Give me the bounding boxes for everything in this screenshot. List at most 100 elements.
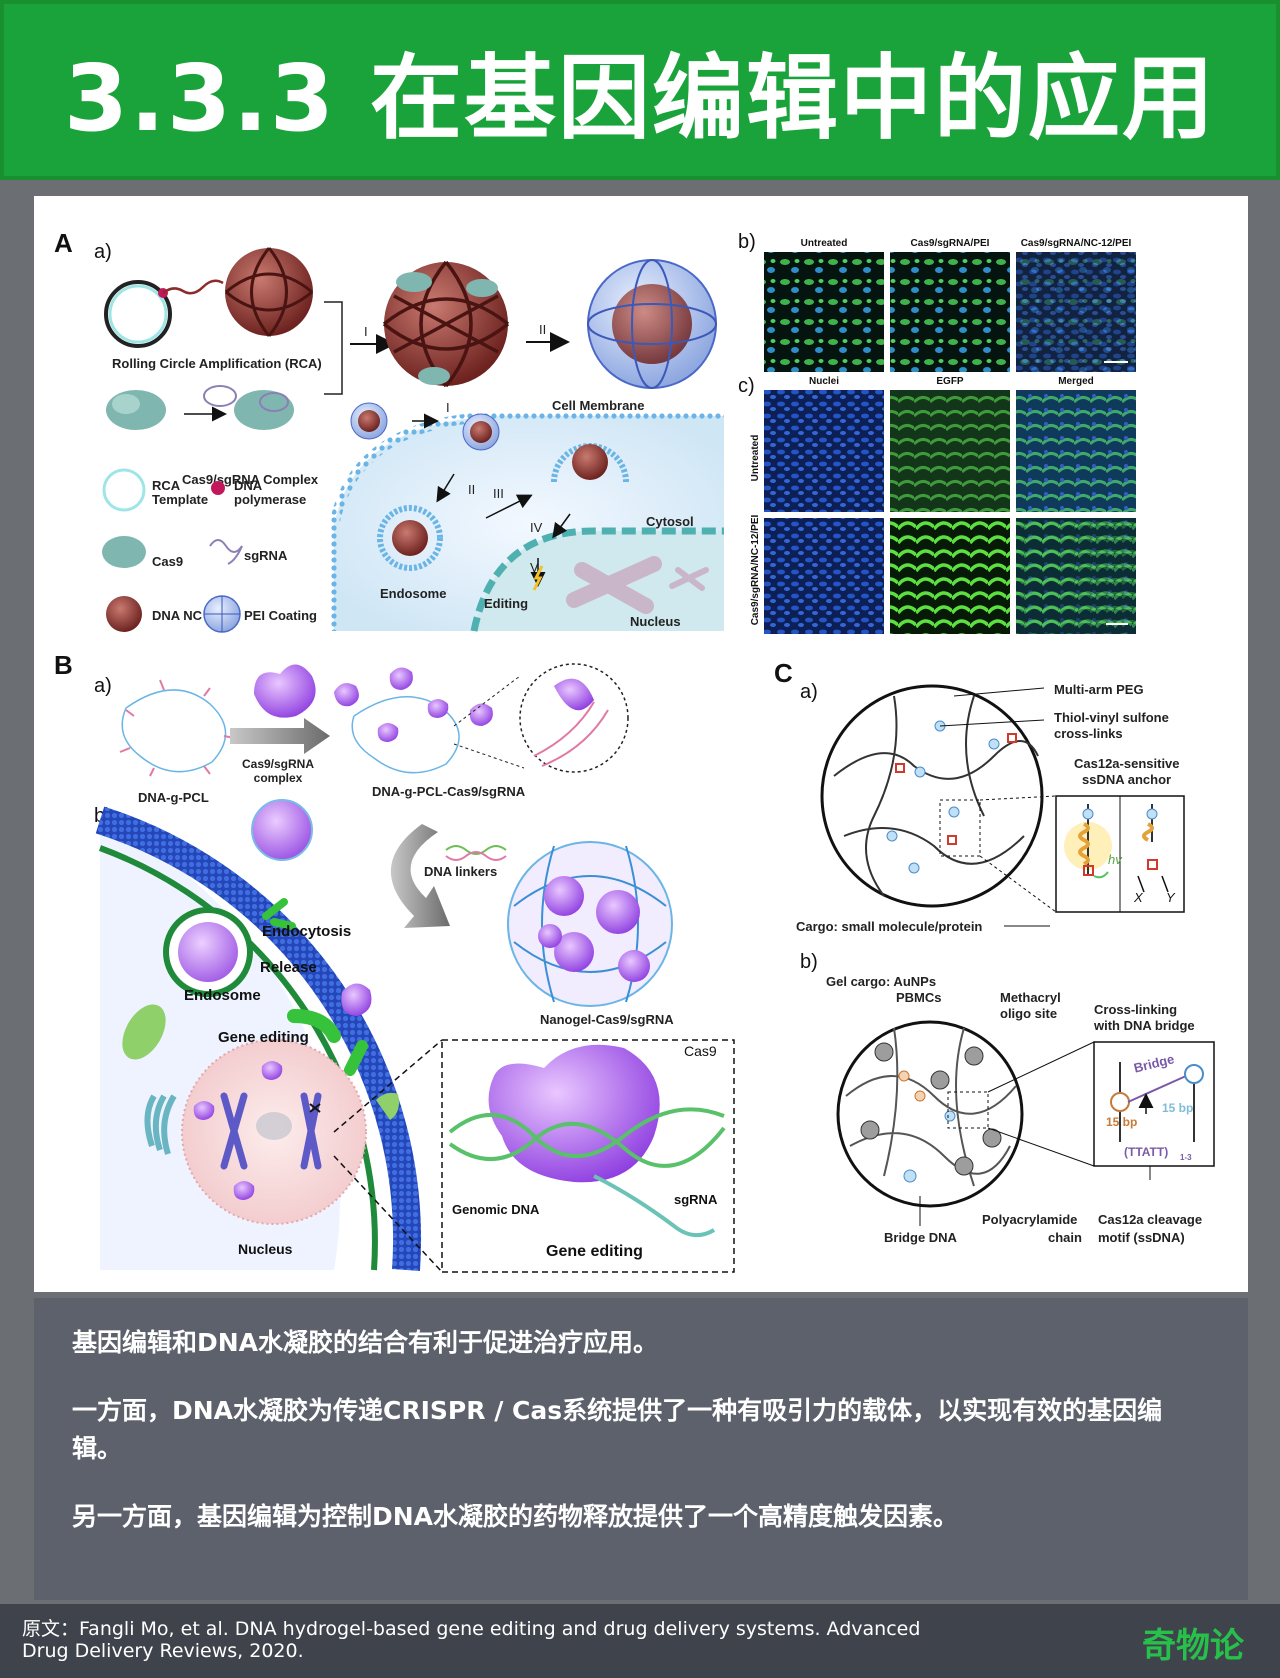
rca-ring — [104, 280, 172, 348]
ttatt-label: (TTATT) — [1124, 1145, 1168, 1159]
gene-editing-cell-label: Gene editing — [218, 1029, 309, 1046]
x-label: X — [1133, 890, 1144, 905]
bp15-left-label: 15 bp — [1106, 1115, 1137, 1129]
footer-bar: 原文：Fangli Mo, et al. DNA hydrogel-based … — [0, 1604, 1280, 1678]
cas9-inset-label: Cas9 — [684, 1043, 717, 1059]
caption-line-3: 另一方面，基因编辑为控制DNA水凝胶的药物释放提供了一个高精度触发因素。 — [72, 1502, 959, 1531]
nanogel-label: Nanogel-Cas9/sgRNA — [540, 1012, 674, 1027]
methacryl-label-2: oligo site — [1000, 1006, 1057, 1021]
ssdna-anchor-inset — [979, 795, 1185, 913]
methacryl-label-1: Methacryl — [1000, 990, 1061, 1005]
legend-cas9: Cas9 — [152, 554, 183, 569]
page-title: 3.3.3 在基因编辑中的应用 — [64, 44, 1216, 152]
complex-label-b2: complex — [254, 771, 303, 785]
crosslink-label-2: with DNA bridge — [1093, 1018, 1195, 1033]
step-ii-cell: II — [468, 482, 475, 497]
micrograph-c-5 — [890, 518, 1010, 634]
pbmcs-label: PBMCs — [896, 990, 942, 1005]
polyacrylamide-label-1: Polyacrylamide — [982, 1212, 1077, 1227]
legend-sgrna: sgRNA — [244, 548, 288, 563]
panel-c-letter: C — [774, 658, 793, 688]
cas9-complex-large — [448, 1044, 726, 1238]
micrograph-c-1 — [764, 390, 884, 512]
panel-a-letter: A — [54, 228, 73, 258]
b-col-untreated: Untreated — [801, 238, 848, 249]
zoom-inset — [519, 663, 629, 773]
dna-nanoclew-small — [225, 247, 313, 337]
panel-c-sub-a: a) — [800, 681, 818, 703]
endosome-label: Endosome — [380, 586, 446, 601]
editing-label: Editing — [484, 596, 528, 611]
micrograph-b-1 — [764, 252, 884, 372]
caption-line-1: 基因编辑和DNA水凝胶的结合有利于促进治疗应用。 — [72, 1328, 659, 1357]
gel-cargo-label: Gel cargo: AuNPs — [826, 974, 936, 989]
legend-dnanc: DNA NC — [152, 608, 203, 623]
step-iv: IV — [530, 520, 543, 535]
cargo-label: Cargo: small molecule/protein — [796, 919, 982, 934]
micrograph-b-2 — [890, 252, 1010, 372]
cas9-cluster — [106, 385, 294, 430]
caption-box: 基因编辑和DNA水凝胶的结合有利于促进治疗应用。 一方面，DNA水凝胶为传递CR… — [34, 1298, 1248, 1600]
panel-b-letter: B — [54, 650, 73, 680]
multi-arm-peg-label: Multi-arm PEG — [1054, 682, 1144, 697]
hv-label: hv — [1108, 852, 1123, 867]
nanogel-sphere — [507, 841, 673, 1007]
c-col-nuclei: Nuclei — [809, 376, 839, 387]
genomic-dna-label: Genomic DNA — [452, 1202, 540, 1217]
step-ii: II — [539, 322, 546, 337]
bp15-right-label: 15 bp — [1162, 1101, 1193, 1115]
cas12a-label-1: Cas12a-sensitive — [1074, 756, 1180, 771]
dna-g-pcl-cas9-complex — [334, 667, 493, 774]
c-col-merged: Merged — [1058, 376, 1094, 387]
rca-label: Rolling Circle Amplification (RCA) — [112, 356, 322, 371]
dna-linker-icon — [445, 845, 507, 861]
complex-label-b1: Cas9/sgRNA — [242, 757, 314, 771]
dna-linkers-label: DNA linkers — [424, 864, 497, 879]
cleavage-label-2: motif (ssDNA) — [1098, 1230, 1185, 1245]
dna-bridge-inset — [987, 1041, 1215, 1167]
cell-membrane-label: Cell Membrane — [552, 398, 644, 413]
b-col-nc12: Cas9/sgRNA/NC-12/PEI — [1021, 238, 1132, 249]
panel-c-sub-b: b) — [800, 951, 818, 973]
c-row-untreated: Untreated — [750, 435, 761, 482]
pei-coated-nanoclew — [587, 259, 717, 389]
cas12a-label-2: ssDNA anchor — [1082, 772, 1171, 787]
legend-dna-polymerase-icon — [211, 481, 225, 495]
polyacrylamide-gel-circle — [836, 1020, 1024, 1208]
endocytosis-label: Endocytosis — [262, 923, 351, 940]
endosome-b-label: Endosome — [184, 987, 261, 1004]
caption-line-2: 一方面，DNA水凝胶为传递CRISPR / Cas系统提供了一种有吸引力的载体，… — [72, 1396, 1163, 1463]
legend-rca: RCA — [152, 478, 181, 493]
legend-polymerase: polymerase — [234, 492, 306, 507]
cleavage-label-1: Cas12a cleavage — [1098, 1212, 1202, 1227]
dna-g-pcl-strand — [119, 679, 235, 777]
cas9-purple-protein — [254, 664, 316, 718]
gene-editing-inset-label: Gene editing — [546, 1243, 643, 1260]
peg-network-circle — [820, 684, 1044, 908]
panel-a-sub-c: c) — [738, 375, 755, 397]
micrograph-c-2 — [890, 390, 1010, 512]
nucleus-b-label: Nucleus — [238, 1241, 293, 1257]
legend-cas9-icon — [102, 536, 146, 568]
crosslink-label-1: Cross-linking — [1094, 1002, 1177, 1017]
cytosol-label: Cytosol — [646, 514, 694, 529]
step-v: V — [530, 560, 539, 575]
step-i: I — [364, 324, 368, 339]
ttatt-sub-label: 1-3 — [1180, 1153, 1192, 1162]
b-arrow-1 — [230, 718, 330, 754]
cell-schematic — [329, 402, 724, 632]
step-iii: III — [493, 486, 504, 501]
thiol-label-1: Thiol-vinyl sulfone — [1054, 710, 1169, 725]
sgrna-inset-label: sgRNA — [674, 1192, 718, 1207]
product-label: DNA-g-PCL-Cas9/sgRNA — [372, 784, 526, 799]
legend-sgrna-icon — [209, 539, 243, 565]
b-curve-arrow — [390, 824, 450, 928]
legend-dnanc-icon — [106, 596, 142, 632]
nucleus-label: Nucleus — [630, 614, 681, 629]
legend-rca-icon — [102, 468, 146, 512]
brand-logo: 奇物论 — [1142, 1626, 1244, 1666]
bridge-dna-label: Bridge DNA — [884, 1230, 958, 1245]
panel-a-sub-b: b) — [738, 231, 756, 253]
thiol-label-2: cross-links — [1054, 726, 1123, 741]
figure-panel: A a) Rolling Circle Amplification (RCA) … — [34, 196, 1248, 1292]
